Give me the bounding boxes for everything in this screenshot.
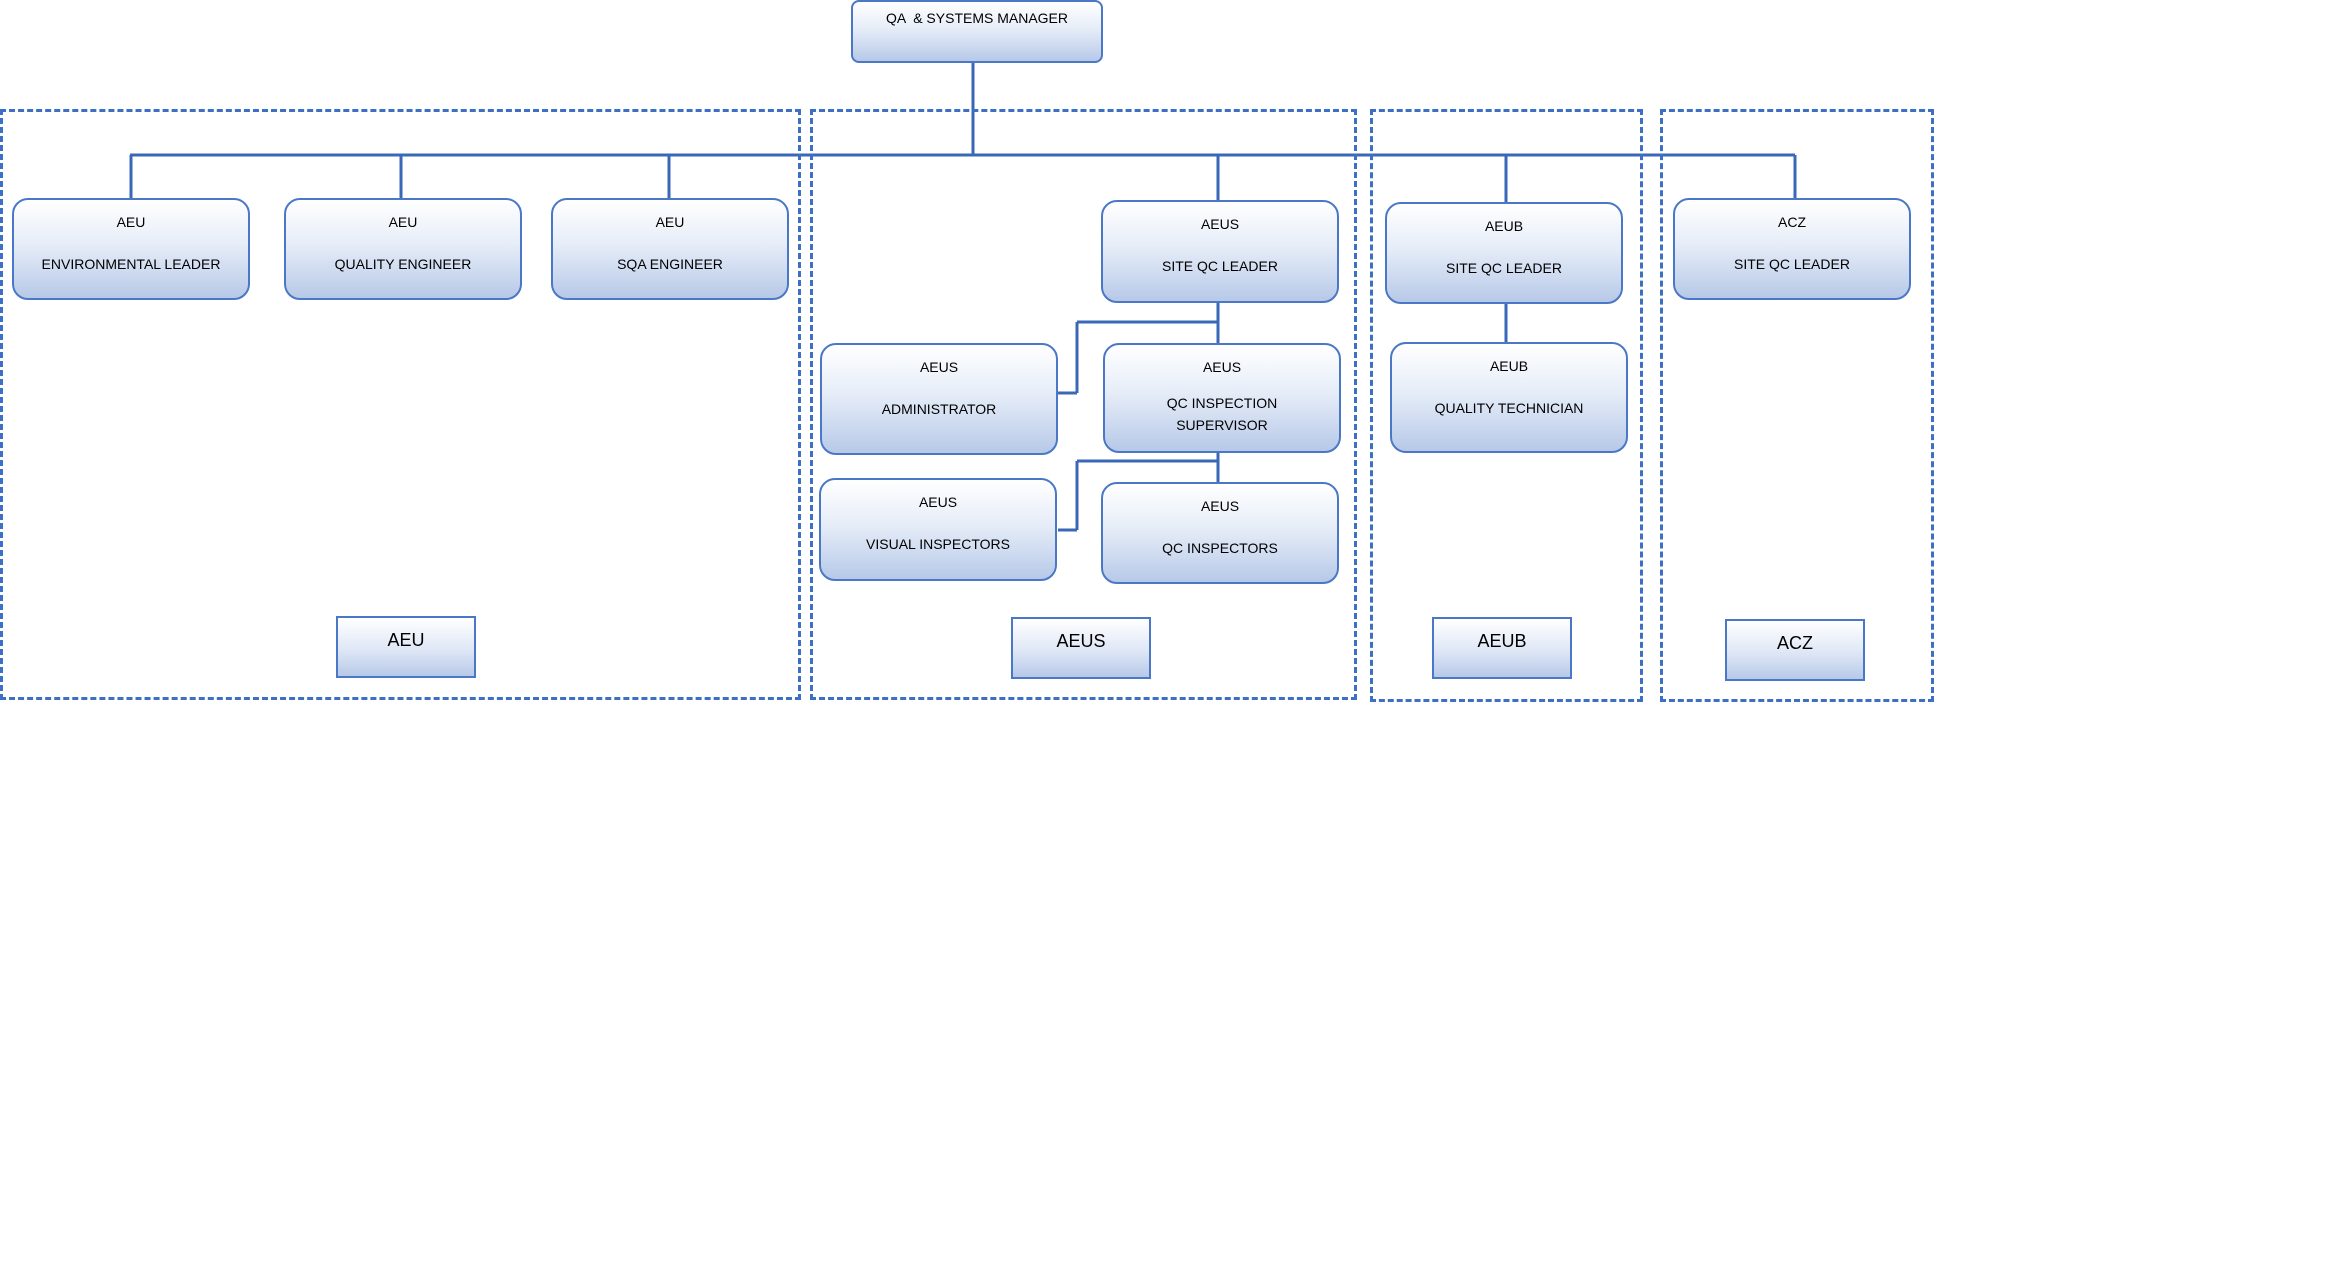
org-label: AEUS: [919, 359, 959, 375]
org-label: AEU: [655, 214, 685, 230]
org-label: AEUB: [1484, 218, 1524, 234]
role-label: SQA ENGINEER: [617, 256, 723, 272]
aeus-qc-inspection-supervisor-box[interactable]: AEUS QC INSPECTION SUPERVISOR: [1103, 343, 1341, 453]
group-tag-aeu: AEU: [336, 616, 476, 678]
manager-title: QA & SYSTEMS MANAGER: [885, 10, 1069, 26]
group-frame-aeub: [1370, 109, 1643, 702]
group-tag-aeus: AEUS: [1011, 617, 1151, 679]
org-label: AEU: [388, 214, 418, 230]
group-frame-aeu: [0, 109, 801, 700]
qa-systems-manager-box[interactable]: QA & SYSTEMS MANAGER: [851, 0, 1103, 63]
aeu-sqa-engineer-box[interactable]: AEU SQA ENGINEER: [551, 198, 789, 300]
aeus-visual-inspectors-box[interactable]: AEUS VISUAL INSPECTORS: [819, 478, 1057, 581]
role-label: SITE QC LEADER: [1734, 256, 1850, 272]
org-label: AEUS: [1200, 216, 1240, 232]
role-label: VISUAL INSPECTORS: [866, 536, 1010, 552]
aeub-site-qc-leader-box[interactable]: AEUB SITE QC LEADER: [1385, 202, 1623, 304]
role-label: ADMINISTRATOR: [881, 401, 997, 417]
org-label: AEUS: [1202, 359, 1242, 375]
group-tag-acz: ACZ: [1725, 619, 1865, 681]
aeus-site-qc-leader-box[interactable]: AEUS SITE QC LEADER: [1101, 200, 1339, 303]
group-tag-aeub: AEUB: [1432, 617, 1572, 679]
aeus-qc-inspectors-box[interactable]: AEUS QC INSPECTORS: [1101, 482, 1339, 584]
role-label: QC INSPECTORS: [1162, 540, 1278, 556]
group-frame-acz: [1660, 109, 1934, 702]
org-label: AEU: [116, 214, 146, 230]
role-label: SITE QC LEADER: [1446, 260, 1562, 276]
aeu-quality-engineer-box[interactable]: AEU QUALITY ENGINEER: [284, 198, 522, 300]
aeu-environmental-leader-box[interactable]: AEU ENVIRONMENTAL LEADER: [12, 198, 250, 300]
aeus-administrator-box[interactable]: AEUS ADMINISTRATOR: [820, 343, 1058, 455]
group-frame-aeus: [810, 109, 1357, 700]
acz-site-qc-leader-box[interactable]: ACZ SITE QC LEADER: [1673, 198, 1911, 300]
org-label: AEUS: [1200, 498, 1240, 514]
role-label: ENVIRONMENTAL LEADER: [41, 256, 221, 272]
org-label: AEUB: [1489, 358, 1529, 374]
aeub-quality-technician-box[interactable]: AEUB QUALITY TECHNICIAN: [1390, 342, 1628, 453]
role-label: QUALITY ENGINEER: [334, 256, 472, 272]
role-label: QC INSPECTION SUPERVISOR: [1166, 395, 1278, 433]
org-label: AEUS: [918, 494, 958, 510]
role-label: SITE QC LEADER: [1162, 258, 1278, 274]
org-label: ACZ: [1778, 214, 1806, 230]
role-label: QUALITY TECHNICIAN: [1434, 400, 1584, 416]
